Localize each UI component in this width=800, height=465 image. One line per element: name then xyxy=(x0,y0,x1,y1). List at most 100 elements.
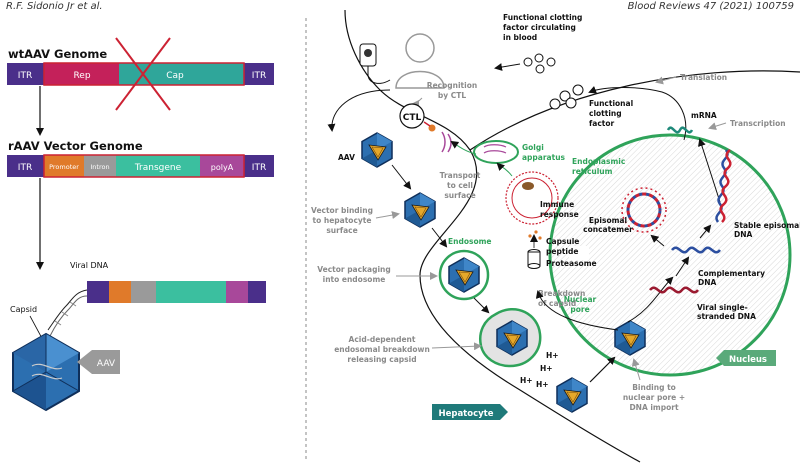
mhc-receptor-icon xyxy=(441,131,452,153)
binding-pore-label-3: DNA import xyxy=(629,403,679,412)
header-author: R.F. Sidonio Jr et al. xyxy=(6,1,103,12)
golgi-label-2: apparatus xyxy=(522,153,566,162)
functional-factor-label-2: clotting xyxy=(589,109,622,118)
functional-factor-circles xyxy=(549,84,584,110)
capsid-aav xyxy=(361,132,393,168)
acid-label-2: endosomal breakdown xyxy=(334,345,430,354)
arrow-recognition xyxy=(411,97,423,108)
arrow-binding-to-endosome xyxy=(431,227,448,248)
capsid-acidified xyxy=(496,320,528,356)
r-promoter-label: Promoter xyxy=(49,163,79,171)
golgi-apparatus xyxy=(473,140,519,164)
proteasome-label: Proteasome xyxy=(546,259,597,268)
ssdna-label-2: stranded DNA xyxy=(697,312,756,321)
hepatocyte-label: Hepatocyte xyxy=(438,409,493,419)
arrow-cdna-to-stable xyxy=(699,224,712,239)
hplus-1: H+ xyxy=(546,351,559,360)
arrow-to-blood xyxy=(494,63,521,71)
r-genome-title: rAAV Vector Genome xyxy=(8,139,143,153)
recognition-label-2: by CTL xyxy=(438,91,466,100)
translation-pointer xyxy=(655,76,677,85)
acid-label-3: releasing capsid xyxy=(347,355,416,364)
nucleus-tag: Nucleus xyxy=(716,350,776,366)
ssdna-strand xyxy=(649,286,699,294)
complementary-label-2: DNA xyxy=(698,278,717,287)
arrow-pore-to-ssdna xyxy=(627,276,674,323)
transcription-pointer xyxy=(708,122,727,131)
mrna-label: mRNA xyxy=(691,111,717,120)
episomal-label-1: Episomal xyxy=(589,216,627,225)
vector-packaging-label-2: into endosome xyxy=(323,275,386,284)
capsid-nuclear-pore xyxy=(614,320,646,356)
stable-label-2: DNA xyxy=(734,230,753,239)
transcription-label: Transcription xyxy=(730,119,786,128)
arrow-drip-to-aav xyxy=(327,89,391,132)
endoplasmic-reticulum xyxy=(505,171,559,225)
capsid-label: Capsid xyxy=(10,305,37,314)
vector-binding-label-3: surface xyxy=(326,226,357,235)
circulating-label-1: Functional clotting xyxy=(503,13,582,22)
circulating-label-3: in blood xyxy=(503,33,537,42)
arrow-translation xyxy=(588,86,687,141)
arrow-er-to-golgi xyxy=(496,162,513,177)
binding-pore-label-2: nuclear pore + xyxy=(623,393,685,402)
arrow-endosome-to-breakdown xyxy=(473,297,490,314)
nucleus-label: Nucleus xyxy=(729,355,767,365)
recognition-label-1: Recognition xyxy=(427,81,477,90)
arrow-to-proteasome xyxy=(535,290,619,331)
wt-itr-left: ITR xyxy=(18,71,32,81)
functional-factor-label-1: Functional xyxy=(589,99,633,108)
arrow-ssdna-to-cdna xyxy=(675,256,690,277)
nucleus-region xyxy=(548,133,792,377)
nuclear-pore-label-1: Nuclear xyxy=(564,295,597,304)
dna-helix-icon xyxy=(47,289,88,337)
breakdown-label-2: of capsid xyxy=(538,299,576,308)
capsule-peptide-dots xyxy=(528,230,542,242)
nuclear-pore-label-2: pore xyxy=(570,305,589,314)
vector-binding-label-2: to hepatocyte xyxy=(313,216,372,225)
arrow-golgi-to-surface xyxy=(450,140,477,155)
r-transgene-label: Transgene xyxy=(134,163,182,173)
arrow-released-to-pore xyxy=(589,356,616,383)
arrow-aav-to-binding xyxy=(391,164,412,190)
aav-arrow-tag: AAV xyxy=(77,350,120,374)
stable-label-1: Stable episomal xyxy=(734,221,800,230)
circulating-factor-circles xyxy=(523,53,556,74)
transport-label-3: surface xyxy=(444,191,475,200)
er-label-1: Endoplasmic xyxy=(572,157,625,166)
r-intron-label: Intron xyxy=(90,163,109,171)
transport-label-1: Transport xyxy=(440,171,481,180)
mrna-strand xyxy=(666,126,694,134)
capsid-endosome xyxy=(448,257,480,293)
episomal-label-2: concatemer xyxy=(583,225,633,234)
arrow-to-mrna xyxy=(698,138,721,203)
capsid-binding xyxy=(404,192,436,228)
transport-label-2: to cell xyxy=(447,181,473,190)
ssdna-label-1: Viral single- xyxy=(697,303,748,312)
endosome-label: Endosome xyxy=(448,237,492,246)
ctl-label: CTL xyxy=(403,113,422,123)
r-polya-label: polyA xyxy=(211,163,234,172)
capsid-released xyxy=(556,377,588,413)
arrow-cdna-to-concatemer xyxy=(650,234,665,247)
capsule-label-2: peptide xyxy=(546,247,578,256)
hepatocyte-membrane-upper xyxy=(469,70,800,151)
stable-episomal-dna xyxy=(715,149,732,223)
viral-dna-strand-bar xyxy=(87,281,266,303)
golgi-label-1: Golgi xyxy=(522,143,544,152)
complementary-dna xyxy=(671,246,721,254)
breakdown-label-1: Breakdown xyxy=(538,289,585,298)
header-journal: Blood Reviews 47 (2021) 100759 xyxy=(627,1,794,12)
complementary-label-1: Complementary xyxy=(698,269,765,278)
wt-rep-label: Rep xyxy=(73,71,90,81)
ctl-cell: CTL xyxy=(399,103,436,132)
acid-label-1: Acid-dependent xyxy=(349,335,416,344)
deletion-cross xyxy=(115,37,171,111)
hepatocyte-tag: Hepatocyte xyxy=(432,404,508,420)
wt-genome-bar: ITR Rep Cap ITR xyxy=(7,62,274,86)
capsule-label-1: Capsule xyxy=(546,237,579,246)
binding-pore-label-1: Binding to xyxy=(632,383,676,392)
hplus-3: H+ xyxy=(520,376,533,385)
r-genome-bar: ITR Promoter Intron Transgene polyA ITR xyxy=(7,154,274,178)
